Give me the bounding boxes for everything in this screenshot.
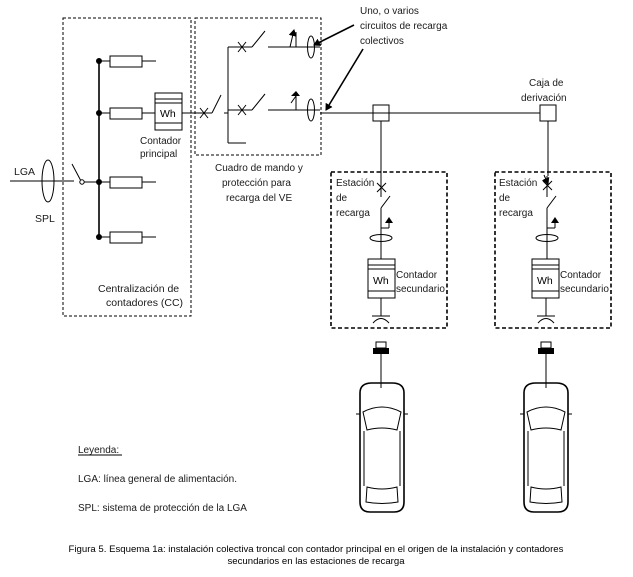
cuadro-internals <box>199 29 320 144</box>
station-2-label-2: de <box>499 193 511 204</box>
station-2-contador-1: Contador <box>560 270 602 281</box>
junction-box-2 <box>539 104 557 122</box>
station-1-label-2: de <box>336 193 348 204</box>
contador-principal-label-2: principal <box>140 149 177 160</box>
electric-car-1 <box>356 382 408 513</box>
main-switch-blade <box>71 163 82 182</box>
legend-title: Leyenda: <box>78 445 119 456</box>
cuadro-label-2: protección para <box>222 178 291 189</box>
circuitos-label-2: circuitos de recarga <box>360 21 448 32</box>
station-1-contador-1: Contador <box>396 270 438 281</box>
cuadro-enclosure <box>194 17 322 156</box>
spl-protection-ring <box>41 159 55 203</box>
station-2-label-3: recarga <box>499 208 533 219</box>
circuitos-label-1: Uno, o varios <box>360 6 419 17</box>
plug-1 <box>373 341 389 388</box>
station-2-label-1: Estación <box>499 178 537 189</box>
plug-2 <box>538 341 554 388</box>
lga-label: LGA <box>14 166 35 178</box>
figure-caption-line-1: Figura 5. Esquema 1a: instalación colect… <box>69 544 564 555</box>
legend: Leyenda: LGA: línea general de alimentac… <box>78 445 247 514</box>
figure-caption-line-2: secundarios en las estaciones de recarga <box>227 556 405 567</box>
station-1-internals: Wh <box>367 176 396 324</box>
legend-lga: LGA: línea general de alimentación. <box>78 474 237 485</box>
contador-principal-label-1: Contador <box>140 136 182 147</box>
station-1-label-3: recarga <box>336 208 370 219</box>
cuadro-label-1: Cuadro de mando y <box>215 163 303 174</box>
station-1-contador-2: secundario <box>396 284 445 295</box>
caja-label-2: derivación <box>521 93 567 104</box>
legend-spl: SPL: sistema de protección de la LGA <box>78 503 247 514</box>
charging-station-2 <box>494 171 612 329</box>
circuits-pointer-arrow-1 <box>313 24 355 46</box>
lga-input <box>10 159 99 203</box>
fuse-4 <box>109 231 143 244</box>
fuse-2 <box>109 107 143 120</box>
cc-label-2: contadores (CC) <box>106 297 183 309</box>
station-2-contador-2: secundario <box>560 284 609 295</box>
cc-enclosure <box>62 17 192 317</box>
cc-label-1: Centralización de <box>98 283 179 295</box>
electric-car-2 <box>520 382 572 513</box>
main-meter-wh: Wh <box>160 108 176 120</box>
fuse-3 <box>109 176 143 189</box>
station-2-internals: Wh <box>531 174 560 324</box>
cuadro-label-3: recarga del VE <box>226 193 292 204</box>
circuits-pointer-arrow-2 <box>325 48 364 111</box>
charging-station-1 <box>330 171 448 329</box>
caja-label-1: Caja de <box>529 78 564 89</box>
spl-label: SPL <box>35 213 55 225</box>
main-meter: Wh <box>154 92 183 131</box>
station-1-meter-wh: Wh <box>373 275 389 287</box>
station-2-meter-wh: Wh <box>537 275 553 287</box>
fuse-1 <box>109 55 143 68</box>
cc-busbar <box>96 55 156 244</box>
station-1-label-1: Estación <box>336 178 374 189</box>
circuitos-label-3: colectivos <box>360 36 404 47</box>
